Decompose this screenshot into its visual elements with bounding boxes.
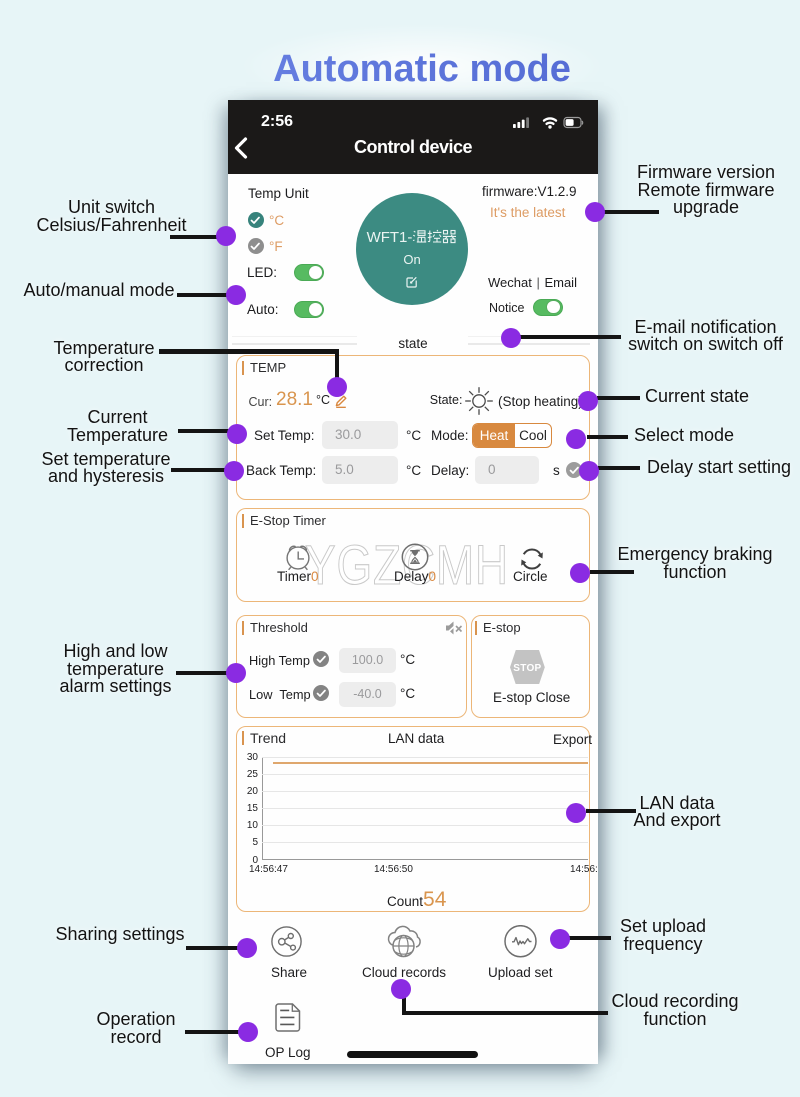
svg-text:STOP: STOP [514,663,542,674]
